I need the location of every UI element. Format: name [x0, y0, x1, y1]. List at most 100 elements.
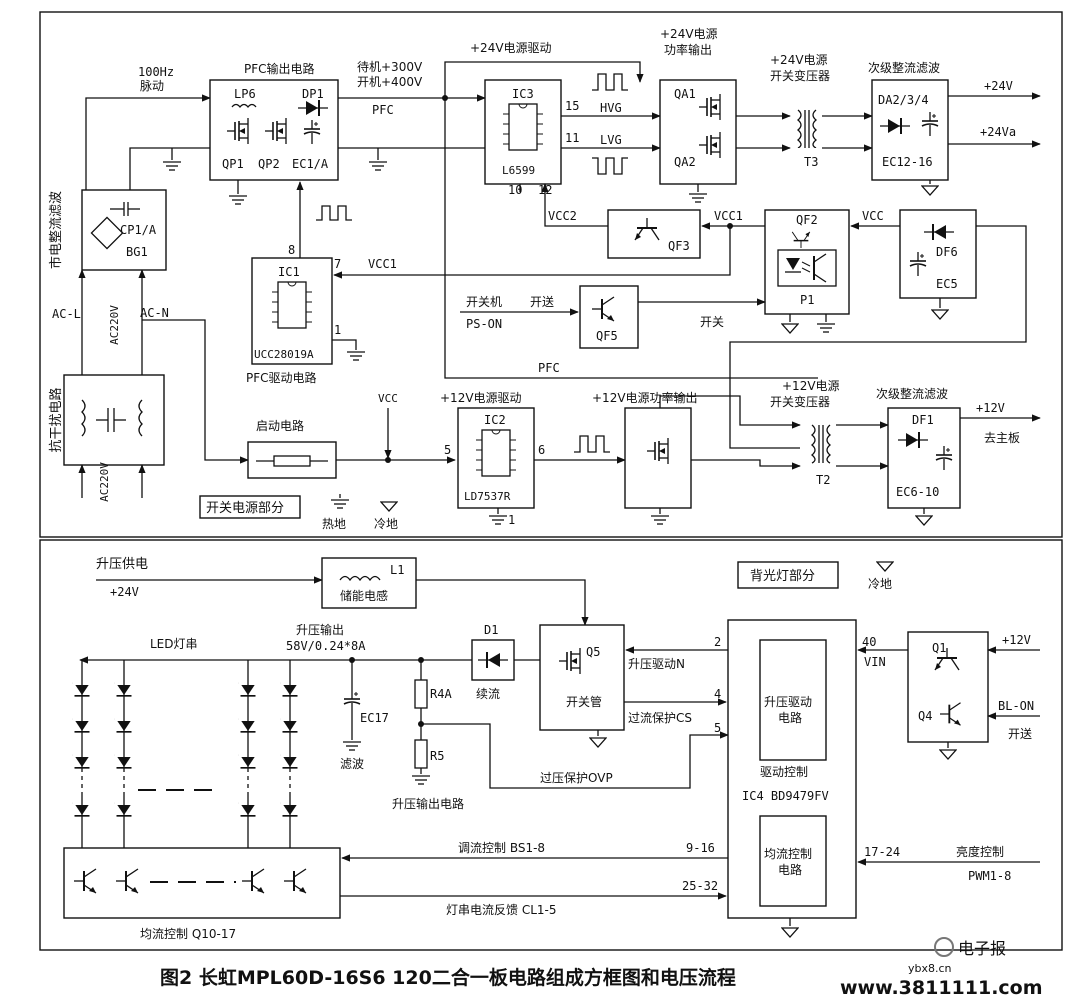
ic4-pin4: 4 [714, 687, 721, 701]
out12-label: +12V [976, 401, 1005, 415]
qa2-label: QA2 [674, 155, 696, 169]
pulse-icon [592, 73, 628, 91]
t2-label: T2 [816, 473, 830, 487]
da-label: DA2/3/4 [878, 93, 929, 107]
ic4-part-label: IC4 BD9479FV [742, 789, 829, 803]
qa-title-1: +24V电源 [660, 27, 718, 41]
ps-on-label: PS-ON [466, 317, 502, 331]
vcc-label-2: VCC [378, 392, 398, 405]
q1-q4-block [907, 631, 989, 743]
boost-supply-label: 升压供电 [96, 557, 148, 572]
qf3-block [607, 209, 701, 259]
boost-driver-block [759, 639, 827, 761]
q4-label: Q4 [918, 709, 932, 723]
ac-n-label: AC-N [140, 306, 169, 320]
out24-label: +24V [984, 79, 1013, 93]
ic1-caption: PFC驱动电路 [246, 370, 317, 385]
lp6-label: LP6 [234, 87, 256, 101]
hot-ground-label: 热地 [322, 517, 346, 531]
ovp-label: 过压保护OVP [540, 771, 613, 785]
ic4-pin2: 2 [714, 635, 721, 649]
df6-label: DF6 [936, 245, 958, 259]
ec17-caption: 滤波 [340, 757, 364, 771]
power-output-12v-block [624, 407, 692, 509]
qa-power-output-block [659, 79, 737, 185]
pfc-rail-label: PFC [372, 103, 394, 117]
df1-title: 次级整流滤波 [876, 386, 948, 401]
pulse-icon [316, 205, 352, 221]
boost-circuit-label: 升压输出电路 [392, 796, 464, 811]
t3-title-2: 开关变压器 [770, 68, 830, 83]
q5-caption: 开关管 [566, 694, 602, 709]
ec6-label: EC6-10 [896, 485, 939, 499]
ic2-pin6: 6 [538, 443, 545, 457]
ec1-label: EC1/A [292, 157, 329, 171]
ic3-pin15: 15 [565, 99, 579, 113]
bridge-rectifier-icon [90, 216, 124, 250]
ic3-pin11: 11 [565, 131, 579, 145]
lvg-label: LVG [600, 133, 622, 147]
ic4-pin17: 17-24 [864, 845, 900, 859]
pfc-output-title: PFC输出电路 [244, 61, 315, 76]
r5-label: R5 [430, 749, 444, 763]
q5-switch-block [539, 624, 625, 731]
qp1-label: QP1 [222, 157, 244, 171]
inductor-icon [339, 575, 381, 582]
l1-label: L1 [390, 563, 404, 577]
ic3-pin10: 10 [508, 183, 522, 197]
vcc2-label: VCC2 [548, 209, 577, 223]
led-string-label: LED灯串 [150, 637, 198, 651]
ic4-pin2532: 25-32 [682, 879, 718, 893]
df6-block [899, 209, 977, 299]
ic1-pin8: 8 [288, 243, 295, 257]
qa-title-2: 功率输出 [664, 42, 712, 57]
choke-coil-icon [138, 399, 143, 437]
blon-send-label: 开送 [1008, 726, 1032, 741]
boost-n-label: 升压驱动N [628, 657, 685, 671]
watermark-site-2: www.3811111.com [840, 977, 1043, 999]
blon-label: BL-ON [998, 699, 1034, 713]
brightness-label: 亮度控制 [956, 844, 1004, 859]
l1-inductor-block [321, 557, 417, 609]
v12-label: +12V [1002, 633, 1031, 647]
ic2-pin1: 1 [508, 513, 515, 527]
t2-title-1: +12V电源 [782, 379, 840, 393]
boost-driver-label-2: 电路 [778, 710, 802, 725]
drive24-label: +24V电源驱动 [470, 41, 552, 55]
inductor-icon [231, 103, 257, 109]
ac-l-label: AC-L [52, 307, 81, 321]
ic4-pin40: 40 [862, 635, 876, 649]
secondary-rectifier-24v-block [871, 79, 949, 181]
balance-label: 均流控制 Q10-17 [140, 927, 236, 941]
optocoupler-icon [777, 249, 837, 287]
vcc1-label: VCC1 [368, 257, 397, 271]
startup-circuit-block [247, 441, 337, 479]
watermark-brand: 电子报 [958, 939, 1006, 958]
mains-rectifier-label: 市电整流滤波 [48, 191, 64, 269]
q5-label: Q5 [586, 645, 600, 659]
backlight-section-label: 背光灯部分 [750, 569, 815, 584]
t2-title-2: 开关变压器 [770, 394, 830, 409]
qf2-label: QF2 [796, 213, 818, 227]
onoff-label: 开关机 [466, 295, 502, 309]
drive-control-label: 驱动控制 [760, 765, 808, 779]
optocoupler-block [764, 209, 850, 315]
boost-output-label: 升压输出 [296, 622, 344, 637]
vcc-label: VCC [862, 209, 884, 223]
power-section-label-box [199, 495, 301, 519]
on-voltage-label: 开机+400V [357, 75, 423, 89]
dp1-label: DP1 [302, 87, 324, 101]
qf3-label: QF3 [668, 239, 690, 253]
ic3-part-label: L6599 [502, 164, 535, 177]
pwm-label: PWM1-8 [968, 869, 1011, 883]
l1-caption: 储能电感 [340, 588, 388, 603]
bs-label: 调流控制 BS1-8 [458, 841, 545, 855]
qa1-label: QA1 [674, 87, 696, 101]
ic3-label: IC3 [512, 87, 534, 101]
ic1-pin1: 1 [334, 323, 341, 337]
t3-title-1: +24V电源 [770, 53, 828, 67]
d1-caption: 续流 [476, 687, 500, 701]
qp2-label: QP2 [258, 157, 280, 171]
ic1-label: IC1 [278, 265, 300, 279]
